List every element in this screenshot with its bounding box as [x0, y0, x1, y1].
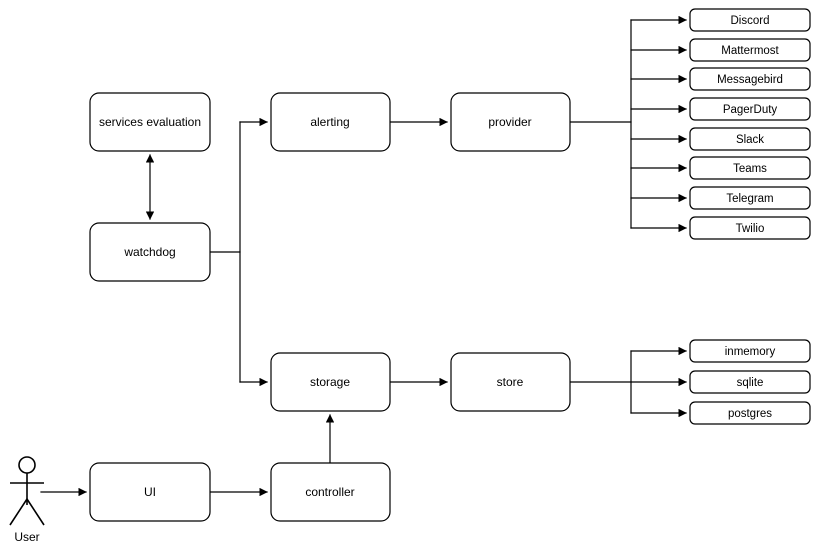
- node-provider-twilio-label: Twilio: [736, 223, 765, 235]
- node-provider-messagebird-box[interactable]: [689, 67, 811, 91]
- node-provider-messagebird-label: Messagebird: [717, 74, 783, 86]
- node-store-inmemory-box[interactable]: [689, 339, 811, 363]
- node-store-postgres-label: postgres: [728, 408, 772, 420]
- node-provider-slack[interactable]: Slack: [689, 127, 811, 151]
- node-alerting-label: alerting: [310, 115, 349, 129]
- node-store-inmemory[interactable]: inmemory: [689, 339, 811, 363]
- node-store-postgres-box[interactable]: [689, 401, 811, 425]
- node-provider-slack-box[interactable]: [689, 127, 811, 151]
- node-provider-teams[interactable]: Teams: [689, 156, 811, 180]
- node-controller-box[interactable]: [270, 462, 391, 522]
- node-store-sqlite-label: sqlite: [737, 377, 764, 389]
- node-services-evaluation-label: services evaluation: [99, 115, 201, 129]
- node-provider-mattermost[interactable]: Mattermost: [689, 38, 811, 62]
- actor-head-icon: [18, 456, 36, 474]
- node-provider-slack-label: Slack: [736, 134, 764, 146]
- node-provider-mattermost-box[interactable]: [689, 38, 811, 62]
- node-provider-telegram-label: Telegram: [726, 193, 773, 205]
- node-provider-pagerduty[interactable]: PagerDuty: [689, 97, 811, 121]
- node-provider-teams-label: Teams: [733, 163, 767, 175]
- node-store-label: store: [497, 375, 524, 389]
- node-store-inmemory-label: inmemory: [725, 346, 776, 358]
- node-provider-label: provider: [488, 115, 531, 129]
- node-store-postgres[interactable]: postgres: [689, 401, 811, 425]
- node-store[interactable]: store: [450, 352, 571, 412]
- actor-user-label: User: [14, 530, 39, 544]
- node-ui-box[interactable]: [89, 462, 211, 522]
- node-alerting-box[interactable]: [270, 92, 391, 152]
- node-storage[interactable]: storage: [270, 352, 391, 412]
- node-controller-label: controller: [305, 485, 354, 499]
- node-provider-messagebird[interactable]: Messagebird: [689, 67, 811, 91]
- node-store-sqlite[interactable]: sqlite: [689, 370, 811, 394]
- node-services-evaluation-box[interactable]: [89, 92, 211, 152]
- actor-user[interactable]: User: [9, 456, 45, 544]
- edge-layer: [40, 15, 687, 497]
- node-provider-telegram-box[interactable]: [689, 186, 811, 210]
- node-store-sqlite-box[interactable]: [689, 370, 811, 394]
- node-provider-discord-label: Discord: [731, 15, 770, 27]
- node-provider-twilio-box[interactable]: [689, 216, 811, 240]
- node-store-box[interactable]: [450, 352, 571, 412]
- node-provider-pagerduty-label: PagerDuty: [723, 104, 778, 116]
- node-provider-telegram[interactable]: Telegram: [689, 186, 811, 210]
- node-provider-discord-box[interactable]: [689, 8, 811, 32]
- node-provider-pagerduty-box[interactable]: [689, 97, 811, 121]
- node-watchdog-label: watchdog: [123, 245, 175, 259]
- node-watchdog[interactable]: watchdog: [89, 222, 211, 282]
- node-ui-label: UI: [144, 485, 156, 499]
- node-alerting[interactable]: alerting: [270, 92, 391, 152]
- node-services-evaluation[interactable]: services evaluation: [89, 92, 211, 152]
- node-provider-mattermost-label: Mattermost: [721, 45, 779, 57]
- node-controller[interactable]: controller: [270, 462, 391, 522]
- node-provider-box[interactable]: [450, 92, 571, 152]
- node-storage-label: storage: [310, 375, 350, 389]
- node-storage-box[interactable]: [270, 352, 391, 412]
- node-provider-teams-box[interactable]: [689, 156, 811, 180]
- actor-legs-icon: [9, 497, 45, 526]
- node-provider[interactable]: provider: [450, 92, 571, 152]
- node-ui[interactable]: UI: [89, 462, 211, 522]
- node-provider-discord[interactable]: Discord: [689, 8, 811, 32]
- node-watchdog-box[interactable]: [89, 222, 211, 282]
- node-provider-twilio[interactable]: Twilio: [689, 216, 811, 240]
